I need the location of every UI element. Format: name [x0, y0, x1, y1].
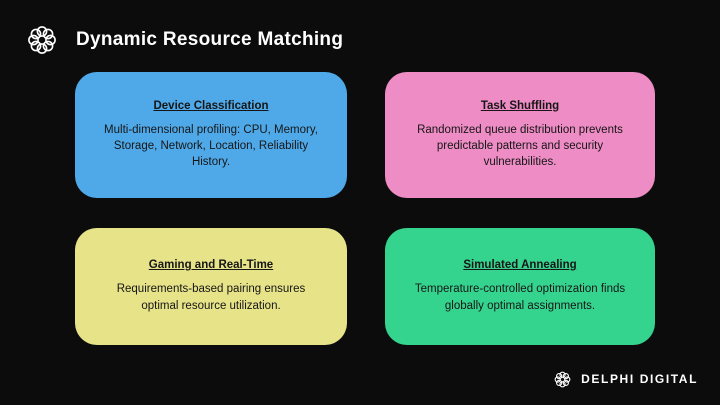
knot-ring-icon	[24, 22, 60, 58]
footer-brand: DELPHI DIGITAL	[552, 369, 698, 389]
card-title: Task Shuffling	[480, 99, 560, 112]
card-body: Randomized queue distribution prevents p…	[417, 123, 623, 169]
card-body: Multi-dimensional profiling: CPU, Memory…	[104, 123, 318, 169]
delphi-knot-icon	[552, 369, 572, 389]
card-simulated-annealing: Simulated Annealing Temperature-controll…	[385, 228, 655, 345]
card-title: Device Classification	[153, 99, 269, 112]
card-title: Gaming and Real-Time	[148, 259, 274, 272]
card-device-classification: Device Classification Multi-dimensional …	[75, 72, 347, 198]
card-task-shuffling: Task Shuffling Randomized queue distribu…	[385, 72, 655, 198]
card-gaming-real-time: Gaming and Real-Time Requirements-based …	[75, 228, 347, 345]
header: Dynamic Resource Matching	[24, 22, 343, 58]
card-body: Temperature-controlled optimization find…	[414, 283, 626, 312]
card-body: Requirements-based pairing ensures optim…	[116, 283, 306, 312]
brand-wordmark: DELPHI DIGITAL	[581, 372, 698, 386]
page-title: Dynamic Resource Matching	[76, 29, 344, 50]
card-title: Simulated Annealing	[463, 259, 577, 272]
